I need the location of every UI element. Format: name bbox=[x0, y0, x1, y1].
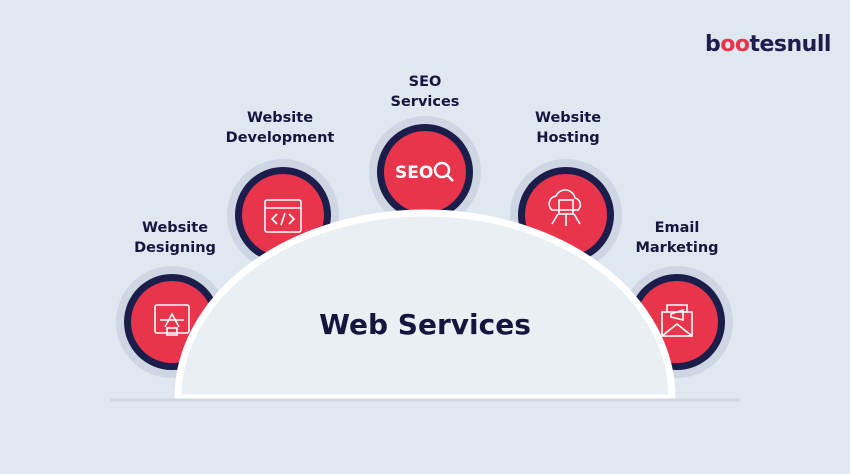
page-title: Web Services bbox=[319, 308, 531, 341]
service-circle-seo bbox=[369, 116, 481, 228]
dome bbox=[174, 209, 676, 402]
email-megaphone-icon bbox=[661, 304, 693, 337]
code-window-icon bbox=[264, 199, 302, 233]
design-pen-icon bbox=[154, 304, 190, 336]
seo-text: SEO bbox=[395, 163, 433, 183]
infinity-icon: oo bbox=[720, 32, 750, 57]
brand-logo: bootesnull bbox=[705, 32, 831, 57]
seo-search-icon bbox=[433, 161, 454, 182]
cloud-server-icon bbox=[548, 189, 582, 226]
